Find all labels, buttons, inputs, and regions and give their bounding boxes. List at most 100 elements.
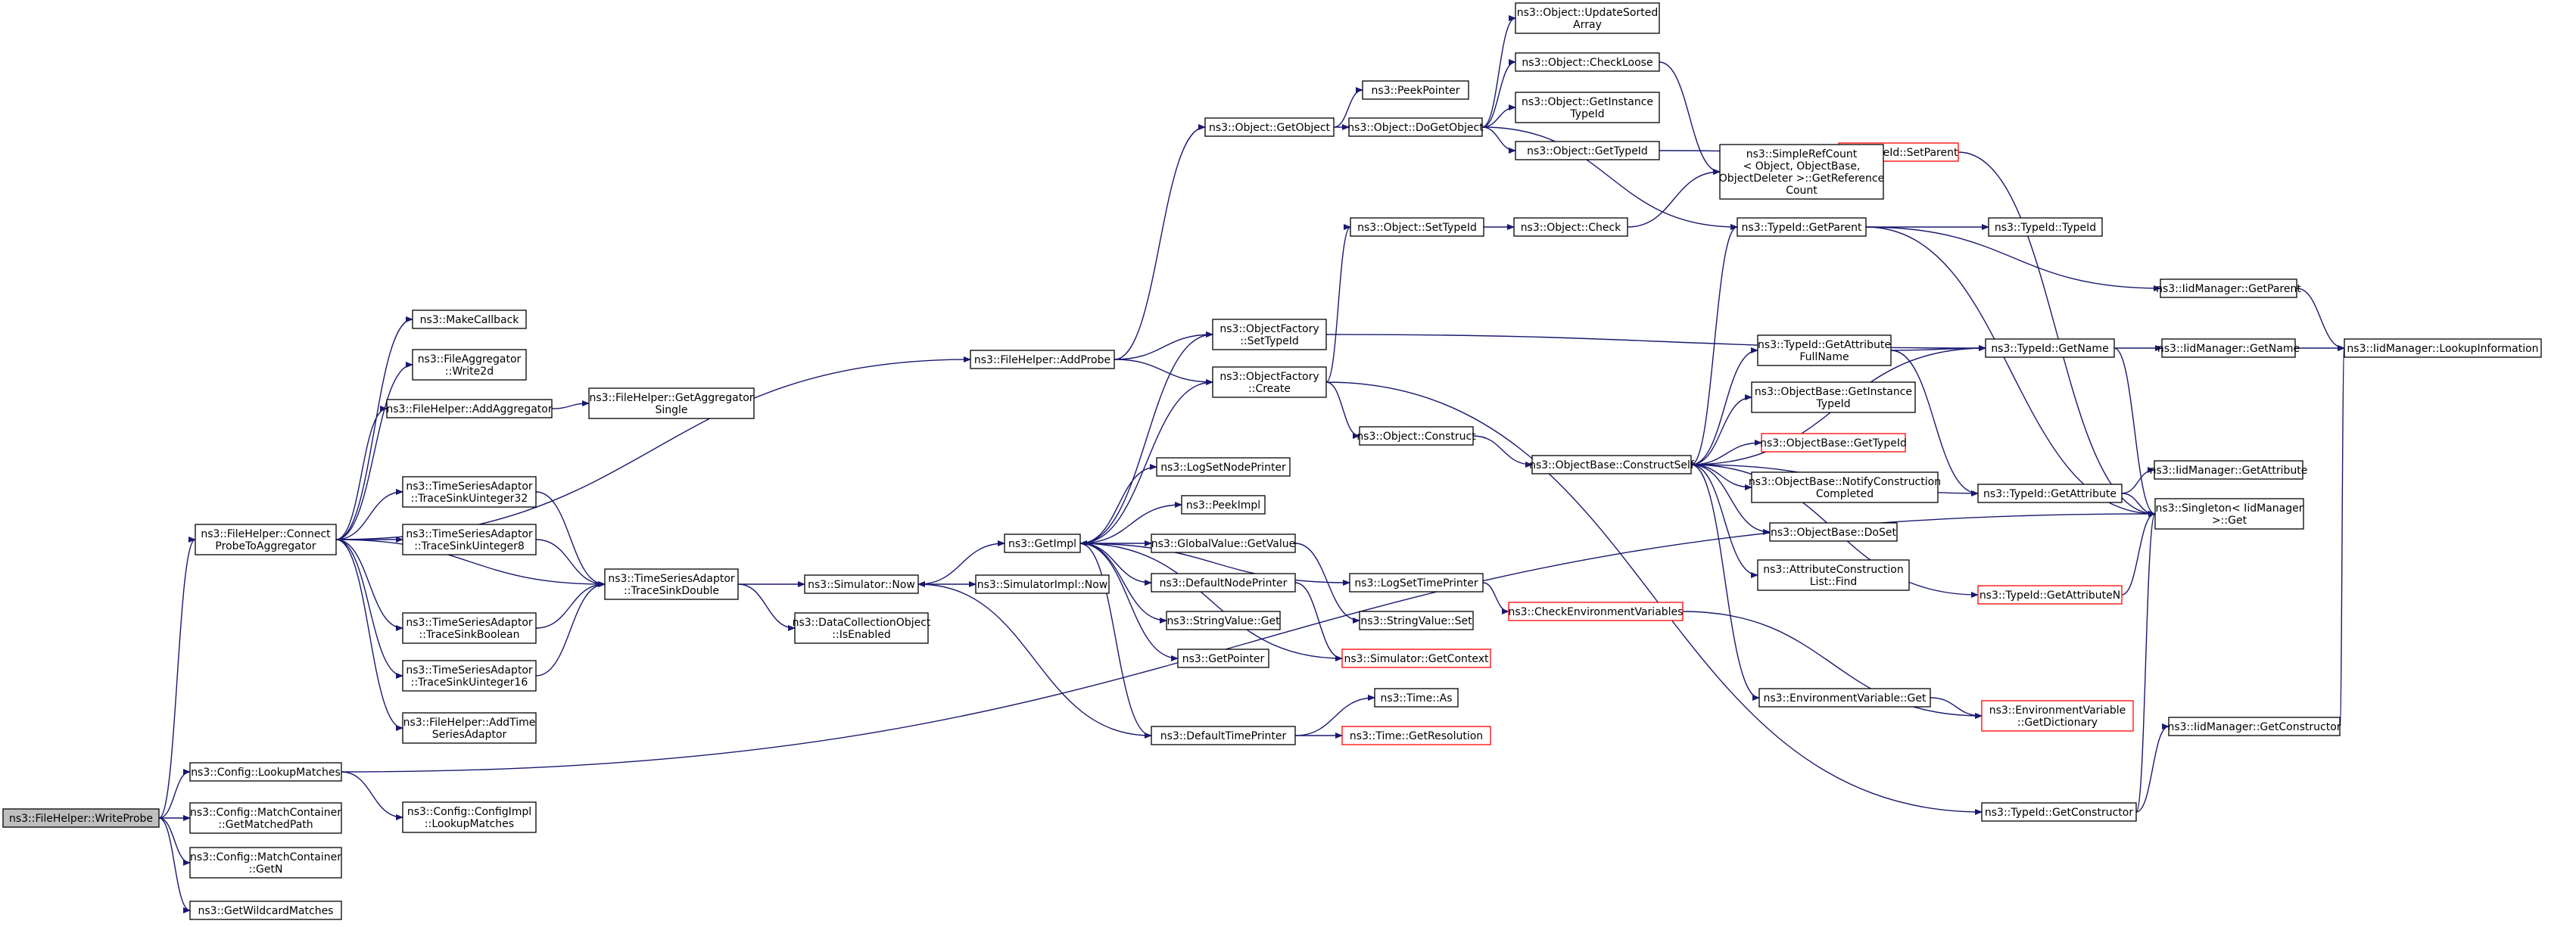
- node-layer: ns3::FileHelper::WriteProbe ns3::FileHelp…: [2, 2, 2542, 920]
- node-tsa-bool[interactable]: ns3::TimeSeriesAdaptor::TraceSinkBoolean: [402, 612, 537, 644]
- node-iid-lookupinfo[interactable]: ns3::IidManager::LookupInformation: [2344, 338, 2542, 358]
- node-simplerefcount[interactable]: ns3::SimpleRefCount< Object, ObjectBase,…: [1719, 144, 1884, 200]
- node-ob-gettypeid[interactable]: ns3::ObjectBase::GetTypeId: [1760, 433, 1907, 453]
- node-box: [2161, 338, 2296, 358]
- node-envvar-get[interactable]: ns3::EnvironmentVariable::Get: [1758, 688, 1931, 708]
- node-ob-doset[interactable]: ns3::ObjectBase::DoSet: [1769, 522, 1898, 542]
- node-defaultnodeprinter[interactable]: ns3::DefaultNodePrinter: [1151, 573, 1296, 593]
- edge-getimpl-to-logsetnodeprinter: [1079, 464, 1157, 544]
- node-obj-dogetobject[interactable]: ns3::Object::DoGetObject: [1347, 117, 1484, 137]
- node-sv-set[interactable]: ns3::StringValue::Set: [1359, 611, 1474, 630]
- node-time-getresolution[interactable]: ns3::Time::GetResolution: [1341, 726, 1491, 745]
- node-iid-getconstructor[interactable]: ns3::IidManager::GetConstructor: [2167, 717, 2341, 736]
- edge-typeid-getattrfull-to-typeid-getattribute: [1890, 350, 1979, 496]
- node-typeid-getconstructor[interactable]: ns3::TypeId::GetConstructor: [1981, 802, 2137, 822]
- node-fileagg-write2d[interactable]: ns3::FileAggregator::Write2d: [412, 349, 527, 381]
- call-edge: [341, 771, 403, 820]
- call-edge: [2113, 347, 2156, 517]
- edge-ob-constructself-to-ob-getinstance: [1690, 394, 1752, 465]
- node-time-as[interactable]: ns3::Time::As: [1374, 688, 1459, 708]
- node-typeid-getattributen[interactable]: ns3::TypeId::GetAttributeN: [1977, 585, 2123, 605]
- node-iid-getparent[interactable]: ns3::IidManager::GetParent: [2156, 278, 2301, 298]
- node-box: [1985, 338, 2115, 358]
- node-box: [1348, 117, 1483, 137]
- node-typeid-getname[interactable]: ns3::TypeId::GetName: [1985, 338, 2115, 358]
- node-label-line: ::IsEnabled: [832, 629, 890, 641]
- node-obj-gettypeid[interactable]: ns3::Object::GetTypeId: [1515, 141, 1660, 160]
- call-edge: [1930, 697, 1983, 719]
- node-tsa-u8[interactable]: ns3::TimeSeriesAdaptor::TraceSinkUintege…: [402, 524, 537, 555]
- node-label-line: ns3::IidManager::GetConstructor: [2167, 721, 2341, 733]
- edge-writeprobe-to-mc-getn: [158, 817, 191, 866]
- node-peekpointer[interactable]: ns3::PeekPointer: [1362, 80, 1469, 100]
- node-cfgimpl-lookupmatches[interactable]: ns3::Config::ConfigImpl::LookupMatches: [402, 801, 537, 833]
- call-edge: [1325, 224, 1351, 383]
- node-getimpl[interactable]: ns3::GetImpl: [1004, 533, 1081, 553]
- node-envvar-getdict[interactable]: ns3::EnvironmentVariable::GetDictionary: [1981, 700, 2134, 732]
- node-checkenvvars[interactable]: ns3::CheckEnvironmentVariables: [1508, 602, 1684, 621]
- node-box: [402, 524, 537, 555]
- node-of-create[interactable]: ns3::ObjectFactory::Create: [1212, 366, 1327, 398]
- node-tsa-u32[interactable]: ns3::TimeSeriesAdaptor::TraceSinkUintege…: [402, 476, 537, 508]
- node-box: [1341, 649, 1491, 668]
- node-sv-get[interactable]: ns3::StringValue::Get: [1166, 611, 1281, 630]
- edge-addprobe-to-of-settypeid: [1114, 331, 1213, 360]
- node-addaggregator[interactable]: ns3::FileHelper::AddAggregator: [386, 399, 553, 418]
- node-obj-getobject[interactable]: ns3::Object::GetObject: [1204, 117, 1335, 137]
- edge-ob-constructself-to-ob-doset: [1690, 464, 1771, 535]
- node-mc-getmatchedpath[interactable]: ns3::Config::MatchContainer::GetMatchedP…: [189, 802, 342, 834]
- node-box: [794, 612, 929, 644]
- call-edge: [335, 316, 413, 540]
- node-obj-check[interactable]: ns3::Object::Check: [1513, 217, 1628, 237]
- node-ob-notify[interactable]: ns3::ObjectBase::NotifyConstructionCompl…: [1749, 471, 1941, 503]
- call-edge: [2121, 467, 2155, 494]
- node-box: [588, 387, 755, 419]
- node-ob-constructself[interactable]: ns3::ObjectBase::ConstructSelf: [1529, 455, 1695, 474]
- node-obj-settypeid[interactable]: ns3::Object::SetTypeId: [1350, 217, 1484, 237]
- node-getpointer[interactable]: ns3::GetPointer: [1177, 649, 1269, 668]
- node-iid-getattribute[interactable]: ns3::IidManager::GetAttribute: [2150, 460, 2308, 480]
- node-logsetnodeprinter[interactable]: ns3::LogSetNodePrinter: [1156, 457, 1291, 477]
- node-dco-isenabled[interactable]: ns3::DataCollectionObject::IsEnabled: [793, 612, 931, 644]
- node-typeid-typeid[interactable]: ns3::TypeId::TypeId: [1988, 217, 2103, 237]
- node-gv-getvalue[interactable]: ns3::GlobalValue::GetValue: [1151, 533, 1296, 553]
- node-typeid-getattribute[interactable]: ns3::TypeId::GetAttribute: [1977, 484, 2123, 503]
- node-peekimpl[interactable]: ns3::PeekImpl: [1181, 495, 1266, 515]
- node-cfg-lookupmatches[interactable]: ns3::Config::LookupMatches: [189, 762, 342, 782]
- node-logsettimeprinter[interactable]: ns3::LogSetTimePrinter: [1349, 573, 1484, 593]
- node-obj-checkloose[interactable]: ns3::Object::CheckLoose: [1515, 52, 1660, 72]
- node-sim-getcontext[interactable]: ns3::Simulator::GetContext: [1341, 649, 1491, 668]
- node-label-line: ns3::GetWildcardMatches: [198, 905, 334, 917]
- node-sim-now[interactable]: ns3::Simulator::Now: [804, 574, 919, 594]
- node-tsa-double[interactable]: ns3::TimeSeriesAdaptor::TraceSinkDouble: [604, 568, 739, 600]
- call-edge: [1690, 394, 1752, 465]
- node-box: [1977, 484, 2123, 503]
- node-addprobe[interactable]: ns3::FileHelper::AddProbe: [970, 350, 1115, 369]
- node-obj-construct[interactable]: ns3::Object::Construct: [1357, 426, 1476, 446]
- node-of-settypeid[interactable]: ns3::ObjectFactory::SetTypeId: [1212, 319, 1327, 350]
- node-iid-getname[interactable]: ns3::IidManager::GetName: [2157, 338, 2300, 358]
- node-connect[interactable]: ns3::FileHelper::ConnectProbeToAggregato…: [195, 524, 337, 555]
- node-typeid-getparent[interactable]: ns3::TypeId::GetParent: [1737, 217, 1867, 237]
- node-singleton-get[interactable]: ns3::Singleton< IidManager >::Get: [2154, 498, 2304, 530]
- node-tsa-u16[interactable]: ns3::TimeSeriesAdaptor::TraceSinkUintege…: [402, 660, 537, 692]
- edge-typeid-getconstructor-to-singleton-get: [2135, 511, 2156, 813]
- node-defaulttimeprinter[interactable]: ns3::DefaultTimePrinter: [1151, 726, 1296, 745]
- call-edge: [335, 539, 403, 631]
- node-mc-getn[interactable]: ns3::Config::MatchContainer::GetN: [189, 847, 342, 879]
- node-label-line: ns3::SimulatorImpl::Now: [977, 579, 1108, 591]
- node-writeprobe[interactable]: ns3::FileHelper::WriteProbe: [2, 808, 160, 828]
- node-simimpl-now[interactable]: ns3::SimulatorImpl::Now: [975, 574, 1110, 594]
- node-label-line: ns3::TimeSeriesAdaptor: [406, 664, 533, 677]
- node-getwildcardmatches[interactable]: ns3::GetWildcardMatches: [189, 901, 342, 920]
- edge-of-create-to-obj-settypeid: [1325, 224, 1351, 383]
- node-label-line: ns3::TimeSeriesAdaptor: [406, 528, 533, 540]
- node-makecallback[interactable]: ns3::MakeCallback: [412, 310, 527, 329]
